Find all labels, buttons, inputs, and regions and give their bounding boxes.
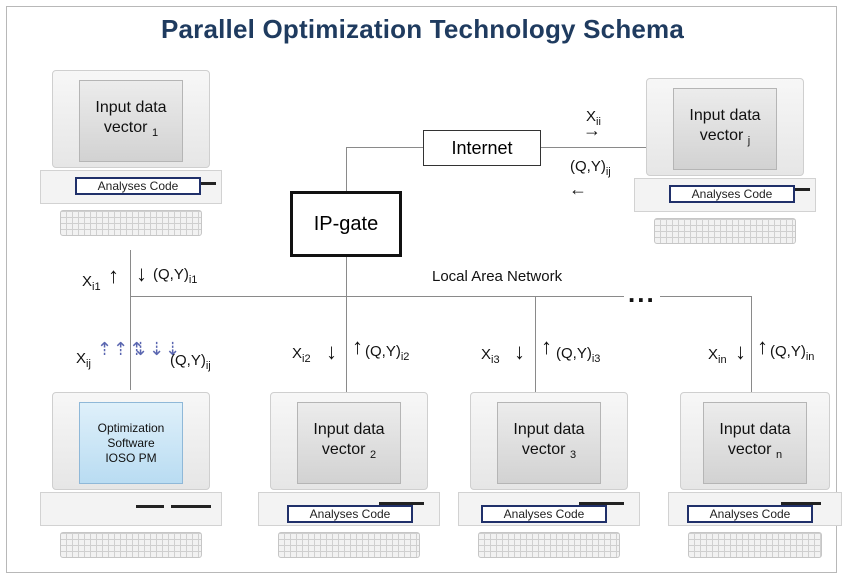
qy-i1-label: (Q,Y)i1 [153, 266, 198, 286]
drive-slot [171, 505, 211, 508]
analyses-code-label: Analyses Code [687, 505, 813, 523]
down-arrow-icon: ↓ [514, 339, 525, 364]
analyses-code-label: Analyses Code [481, 505, 607, 523]
ipgate-down-wire [346, 257, 347, 392]
x-ii-label: Xii [586, 108, 601, 128]
analyses-code-label: Analyses Code [287, 505, 413, 523]
drop-wire-1 [130, 250, 131, 390]
keyboard [688, 532, 822, 558]
computer-base: Analyses Code [258, 492, 440, 526]
up-arrow-icon: ↑ [108, 263, 119, 288]
computer-base: Analyses Code [40, 170, 222, 204]
x-in-label: Xin [708, 346, 727, 366]
computer-base: Analyses Code [668, 492, 842, 526]
keyboard [60, 532, 202, 558]
diagram-frame [6, 6, 837, 573]
analyses-code-label: Analyses Code [75, 177, 201, 195]
x-ij-label: Xij [76, 350, 91, 370]
ip-gate-node: IP-gate [290, 191, 402, 257]
ipgate-up-wire [346, 147, 347, 191]
upload-arrows-icon: ⇡⇡⇡ [97, 339, 146, 359]
drop-wire-3 [535, 296, 536, 392]
drive-slot [136, 505, 164, 508]
up-arrow-icon: ↑ [352, 334, 363, 359]
x-i2-label: Xi2 [292, 345, 311, 365]
x-i1-label: Xi1 [82, 273, 101, 293]
down-arrow-icon: ↓ [326, 339, 337, 364]
drop-wire-n [751, 296, 752, 392]
internet-wire-right [541, 147, 661, 148]
internet-wire-left [346, 147, 423, 148]
keyboard [60, 210, 202, 236]
computer-base: Analyses Code [634, 178, 816, 212]
lan-ellipsis: ... [628, 278, 656, 308]
internet-node: Internet [423, 130, 541, 166]
left-arrow-icon: ← [569, 179, 587, 199]
qy-ij-label: (Q,Y)ij [170, 352, 211, 372]
analyses-code-label: Analyses Code [669, 185, 795, 203]
x-i3-label: Xi3 [481, 346, 500, 366]
keyboard [478, 532, 620, 558]
qy-ij-top-label: (Q,Y)ij [570, 158, 611, 178]
drive-slot [579, 502, 624, 505]
drive-slot [781, 502, 821, 505]
up-arrow-icon: ↑ [757, 334, 768, 359]
computer-base [40, 492, 222, 526]
diagram-title: Parallel Optimization Technology Schema [160, 14, 685, 44]
lan-bus-end [660, 296, 752, 297]
download-arrows-icon: ⇣⇣⇣ [133, 339, 182, 359]
qy-in-label: (Q,Y)in [770, 343, 815, 363]
drive-slot [379, 502, 424, 505]
down-arrow-icon: ↓ [136, 261, 147, 286]
down-arrow-icon: ↓ [735, 339, 746, 364]
keyboard [654, 218, 796, 244]
qy-i3-label: (Q,Y)i3 [556, 345, 601, 365]
qy-i2-label: (Q,Y)i2 [365, 343, 410, 363]
lan-bus [130, 296, 624, 297]
lan-label: Local Area Network [432, 268, 563, 285]
keyboard [278, 532, 420, 558]
computer-base: Analyses Code [458, 492, 640, 526]
up-arrow-icon: ↑ [541, 334, 552, 359]
right-arrow-icon: → [583, 120, 601, 140]
